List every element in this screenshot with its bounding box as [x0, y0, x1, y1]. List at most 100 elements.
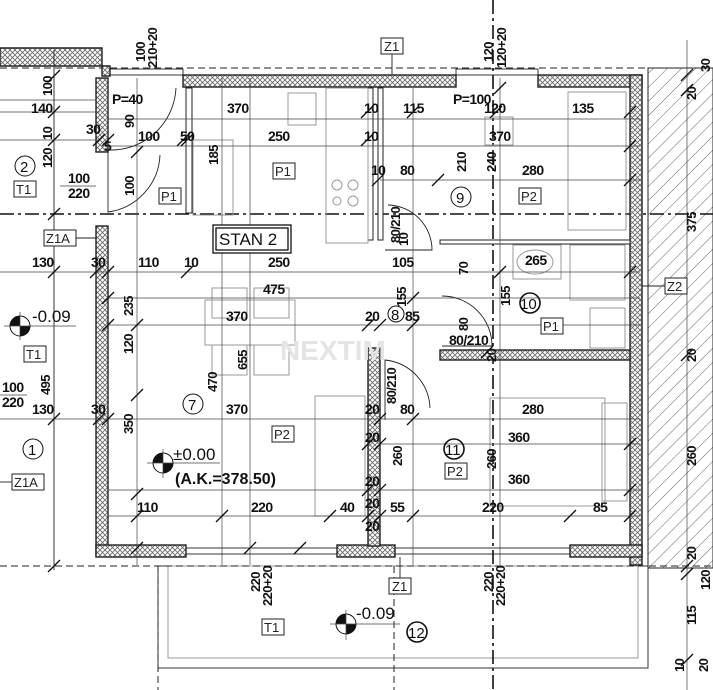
dimension-tick [361, 318, 375, 332]
walls [0, 47, 643, 566]
dimension-tick [361, 509, 375, 523]
level-marker-outside: -0.09 [4, 307, 76, 340]
dimension-label: 110 [137, 499, 159, 515]
dimension-tick [360, 133, 374, 147]
opening-bottom-left-b: 220+20 [260, 565, 275, 606]
room-number-8: 8 [387, 305, 405, 324]
dimension-label: 85 [593, 499, 608, 515]
opening-bottom-right-b: 220+20 [493, 565, 508, 606]
dimension-label: 370 [226, 401, 248, 417]
dimension-tick [493, 81, 507, 95]
dimension-label: 100 [138, 128, 160, 144]
dimension-label: 250 [268, 254, 290, 270]
dimension-label: 100 [122, 176, 137, 196]
dimension-label: 115 [684, 605, 699, 625]
dimension-label: 280 [522, 401, 544, 417]
dimension-label: 10 [672, 658, 687, 672]
dimension-tick [623, 483, 637, 497]
p100-label: P=100 [453, 91, 492, 107]
dimension-label: 495 [38, 375, 53, 395]
dimension-tick [623, 105, 637, 119]
dimension-label: 220 [482, 499, 504, 515]
dimension-label: 260 [484, 449, 499, 469]
dimension-label: 120 [121, 334, 136, 354]
dimension-tick [101, 265, 115, 279]
dimension-label: 375 [684, 212, 699, 232]
dimension-tick [47, 412, 61, 426]
dimension-tick [215, 509, 229, 523]
dimension-tick [563, 509, 577, 523]
dimension-tick [89, 265, 103, 279]
tag-z1-bottom: Z1 [388, 557, 412, 595]
dimension-tick [493, 265, 507, 279]
dimension-label: 655 [235, 350, 250, 370]
svg-text:-0.09: -0.09 [32, 307, 71, 326]
tag-room11-floor: P2 [444, 462, 468, 480]
svg-text:1: 1 [28, 442, 36, 459]
dimension-tick [680, 567, 694, 581]
dimension-label: 80 [456, 317, 471, 331]
unit-label: STAN 2 [212, 224, 292, 254]
opening-bottom-left-a: 220 [248, 572, 263, 592]
room-number-10: 10 [519, 292, 541, 314]
dimension-tick [130, 318, 144, 332]
dimension-label: 370 [227, 100, 249, 116]
dimension-label: 20 [365, 473, 380, 489]
dimension-label: 20 [684, 546, 699, 560]
dimension-label: 20 [365, 308, 380, 324]
dimension-tick [623, 265, 637, 279]
dimension-tick [480, 345, 494, 359]
dimension-tick [47, 265, 61, 279]
dimension-label: 20 [365, 518, 380, 534]
dimension-tick [373, 509, 387, 523]
dimension-label: 220 [251, 499, 273, 515]
tag-p1-kitchen: P1 [272, 162, 296, 180]
tag-z1a-upper: Z1A [43, 229, 96, 247]
dimension-label: 10 [184, 254, 199, 270]
dimension-tick [101, 133, 115, 147]
dimension-label: 10 [40, 126, 55, 140]
dimension-tick [101, 318, 115, 332]
dimension-label: 10 [371, 162, 386, 178]
tag-room12-floor: T1 [261, 618, 285, 636]
dimension-label: 30 [698, 58, 713, 72]
dimension-tick [623, 173, 637, 187]
dimension-label: 155 [394, 287, 409, 307]
dimension-label: 475 [263, 281, 285, 297]
dimension-tick [176, 133, 190, 147]
level-marker-living: ±0.00 (A.K.=378.50) [147, 445, 276, 488]
dimension-tick [180, 133, 194, 147]
dimension-tick [130, 509, 144, 523]
svg-text:P2: P2 [447, 464, 463, 479]
svg-text:T1: T1 [264, 620, 279, 635]
left-window-bottom-a: 100 [2, 379, 24, 395]
dimension-labels: 140 100 10 120 30 5 100 50 90 185 100 37… [31, 58, 713, 672]
dimension-tick [406, 412, 420, 426]
dimension-tick [371, 173, 385, 187]
room-number-2: 2 [14, 155, 36, 177]
dimension-label: 10 [396, 232, 411, 246]
dimension-tick [373, 483, 387, 497]
dimension-label: 80 [400, 162, 415, 178]
svg-text:9: 9 [456, 190, 464, 207]
dimension-label: 360 [508, 471, 530, 487]
dimension-tick [623, 139, 637, 153]
room-number-12: 12 [406, 621, 428, 643]
dimension-tick [680, 559, 694, 573]
furniture [192, 87, 628, 517]
dimension-tick [180, 265, 194, 279]
dimension-label: 80 [400, 401, 415, 417]
dimension-label: 20 [365, 401, 380, 417]
svg-text:±0.00: ±0.00 [173, 445, 215, 464]
dimension-label: 100 [40, 76, 55, 96]
svg-text:Z1A: Z1A [46, 231, 70, 246]
tag-room10-floor: P1 [540, 317, 564, 335]
dimension-label: 30 [86, 121, 101, 137]
dimension-label: 240 [484, 152, 499, 172]
doors [107, 87, 493, 420]
dimension-label: 20 [484, 348, 499, 362]
dimension-label: 280 [522, 162, 544, 178]
opening-top-left-b: 210+20 [145, 27, 160, 68]
dimension-label: 20 [684, 86, 699, 100]
